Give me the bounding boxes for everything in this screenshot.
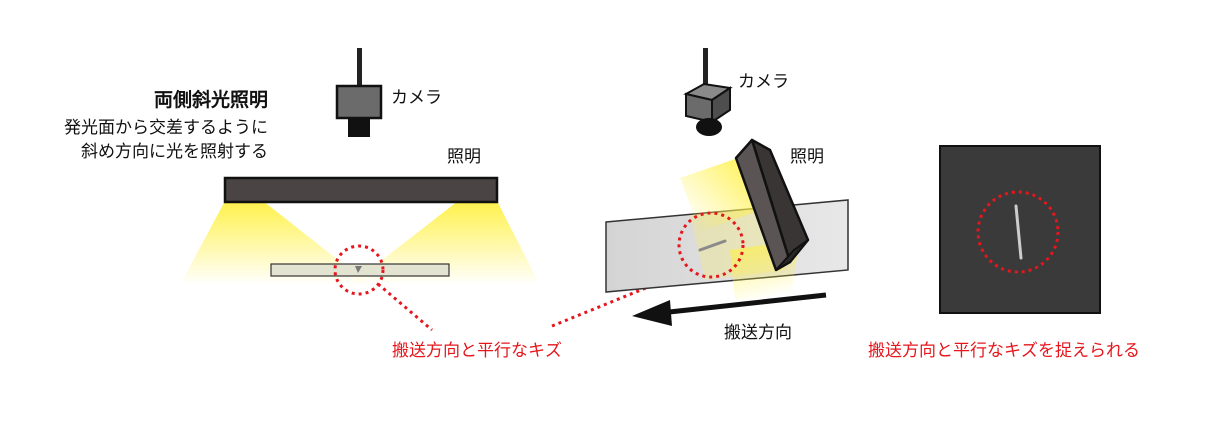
workpiece-left bbox=[270, 263, 450, 277]
defect-mark-left bbox=[355, 266, 362, 273]
middle-section: 照明 カメラ 搬送方向 bbox=[605, 48, 849, 343]
camera-label-left: カメラ bbox=[391, 88, 442, 108]
direction-arrow-head bbox=[632, 300, 672, 326]
camera-lens bbox=[348, 118, 370, 137]
camera-front-middle bbox=[685, 92, 713, 124]
light-bar-left bbox=[223, 176, 499, 204]
captured-image bbox=[939, 145, 1101, 314]
left-section: 両側斜光照明 発光面から交差するように 斜め方向に光を照射する カメラ 照明 搬… bbox=[64, 48, 701, 361]
light-bar-angled bbox=[734, 138, 810, 272]
right-section: 搬送方向と平行なキズを捉えられる bbox=[868, 145, 1140, 361]
camera-cable bbox=[357, 48, 362, 86]
camera-label-middle: カメラ bbox=[738, 72, 789, 92]
light-bar-angled-front bbox=[775, 239, 809, 271]
defect-label: 搬送方向と平行なキズ bbox=[392, 341, 562, 361]
defect-mark-captured bbox=[1014, 204, 1023, 260]
direction-arrow bbox=[632, 292, 827, 326]
defect-mark-middle bbox=[698, 239, 727, 252]
camera-cable-middle bbox=[703, 48, 708, 86]
camera-lens-middle bbox=[696, 118, 722, 136]
camera-middle bbox=[683, 48, 733, 136]
leader-line-left bbox=[377, 282, 433, 332]
camera-side-middle bbox=[711, 86, 731, 124]
camera-left bbox=[335, 48, 383, 137]
defect-circle-captured bbox=[976, 190, 1060, 274]
camera-body bbox=[335, 84, 383, 120]
result-label: 搬送方向と平行なキズを捉えられる bbox=[868, 341, 1140, 361]
defect-circle-left bbox=[333, 244, 385, 296]
defect-circle-middle bbox=[677, 211, 745, 279]
direction-label: 搬送方向 bbox=[724, 323, 792, 343]
light-label-middle: 照明 bbox=[790, 147, 824, 167]
description-line-1: 発光面から交差するように bbox=[64, 118, 268, 138]
light-label-left: 照明 bbox=[447, 147, 481, 167]
light-beam-angled-upper bbox=[680, 158, 760, 232]
direction-arrow-shaft bbox=[659, 292, 827, 316]
title-text: 両側斜光照明 bbox=[154, 88, 268, 111]
description-line-2: 斜め方向に光を照射する bbox=[81, 142, 268, 162]
